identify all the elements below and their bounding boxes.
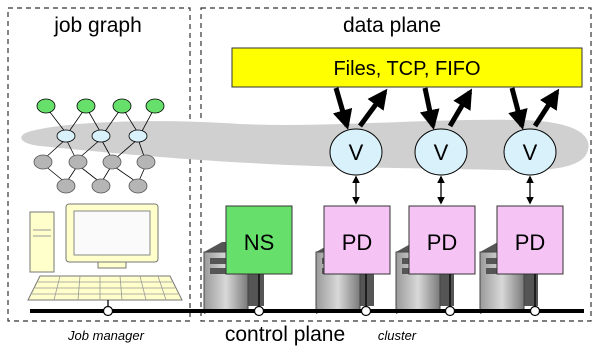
vertex-2-label: V xyxy=(434,140,449,165)
process-daemon-label-2: PD xyxy=(427,230,458,255)
vertex-2: V xyxy=(414,128,468,176)
job-manager-label: Job manager xyxy=(67,328,145,343)
job-graph xyxy=(33,98,165,194)
process-daemon-label-3: PD xyxy=(515,230,546,255)
channel-in-arrow-1 xyxy=(332,87,353,130)
channel-in-arrow-3 xyxy=(508,87,528,130)
cluster-label: cluster xyxy=(378,328,417,343)
desktop-computer-icon xyxy=(27,203,183,301)
vertex-3: V xyxy=(503,128,557,176)
job-graph-region xyxy=(7,7,191,322)
control-plane-bus xyxy=(30,274,584,317)
channel-out-arrow-1 xyxy=(357,88,388,128)
control-plane-label: control plane xyxy=(225,323,345,346)
job-graph-title: job graph xyxy=(53,14,142,37)
channel-arrows xyxy=(332,87,560,130)
channel-in-arrow-2 xyxy=(419,87,440,130)
data-plane-title: data plane xyxy=(343,14,441,37)
vertex-3-label: V xyxy=(523,140,538,165)
vertex-1-label: V xyxy=(349,140,364,165)
process-daemon-box-2: PD xyxy=(408,205,476,275)
vertex-1: V xyxy=(329,128,383,176)
channels-box xyxy=(231,47,583,88)
channel-out-arrow-2 xyxy=(447,88,473,128)
name-server-label: NS xyxy=(244,230,275,255)
name-server-box: NS xyxy=(225,205,293,275)
process-daemon-box-1: PD xyxy=(323,205,391,275)
vertex-daemon-links xyxy=(352,175,534,205)
process-daemon-label-1: PD xyxy=(342,230,373,255)
process-daemon-box-3: PD xyxy=(496,205,564,275)
channel-out-arrow-3 xyxy=(532,88,560,128)
channels-label: Files, TCP, FIFO xyxy=(333,58,480,80)
